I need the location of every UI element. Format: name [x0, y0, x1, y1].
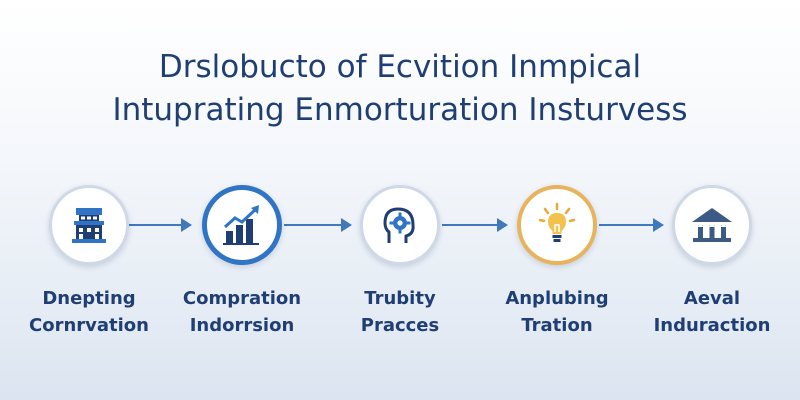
step-5: Aeval Induraction [637, 185, 787, 339]
step-3-label-line-1: Trubity [364, 288, 436, 309]
step-5-label: Aeval Induraction [637, 285, 787, 339]
institution-icon [687, 200, 737, 250]
process-flow: Dnepting Cornrvation Compration Indorrsi… [0, 185, 800, 345]
step-2: Compration Indorrsion [167, 185, 317, 339]
step-4-circle [517, 185, 597, 265]
step-5-label-line-1: Aeval [683, 288, 741, 309]
step-1: Dnepting Cornrvation [14, 185, 164, 339]
step-1-circle [49, 185, 129, 265]
step-1-label-line-1: Dnepting [42, 288, 136, 309]
building-icon [66, 202, 112, 248]
flow-arrow-1 [128, 218, 192, 232]
step-2-label-line-1: Compration [182, 288, 302, 309]
title-line-1: Drslobucto of Ecvition Inmpical [158, 49, 642, 85]
growth-chart-icon [218, 201, 266, 249]
step-2-label-line-2: Indorrsion [189, 315, 295, 336]
step-3-label: Trubity Pracces [325, 285, 475, 339]
step-3-circle [360, 185, 440, 265]
step-4-label: Anplubing Tration [482, 285, 632, 339]
step-2-circle [202, 185, 282, 265]
step-1-label: Dnepting Cornrvation [14, 285, 164, 339]
step-4-label-line-1: Anplubing [505, 288, 609, 309]
step-5-circle [672, 185, 752, 265]
flow-arrow-4 [599, 218, 664, 232]
step-5-label-line-2: Induraction [653, 315, 771, 336]
title-line-2: Intuprating Enmorturation Insturvess [112, 92, 688, 128]
flow-arrow-3 [442, 218, 508, 232]
flow-arrow-2 [284, 218, 352, 232]
step-2-label: Compration Indorrsion [167, 285, 317, 339]
step-3-label-line-2: Pracces [360, 315, 440, 336]
step-4: Anplubing Tration [482, 185, 632, 339]
step-4-label-line-2: Tration [521, 315, 593, 336]
step-3: Trubity Pracces [325, 185, 475, 339]
head-gear-icon [376, 201, 424, 249]
step-1-label-line-2: Cornrvation [29, 315, 149, 336]
diagram-title: Drslobucto of Ecvition Inmpical Intuprat… [0, 46, 800, 132]
lightbulb-icon [533, 201, 581, 249]
